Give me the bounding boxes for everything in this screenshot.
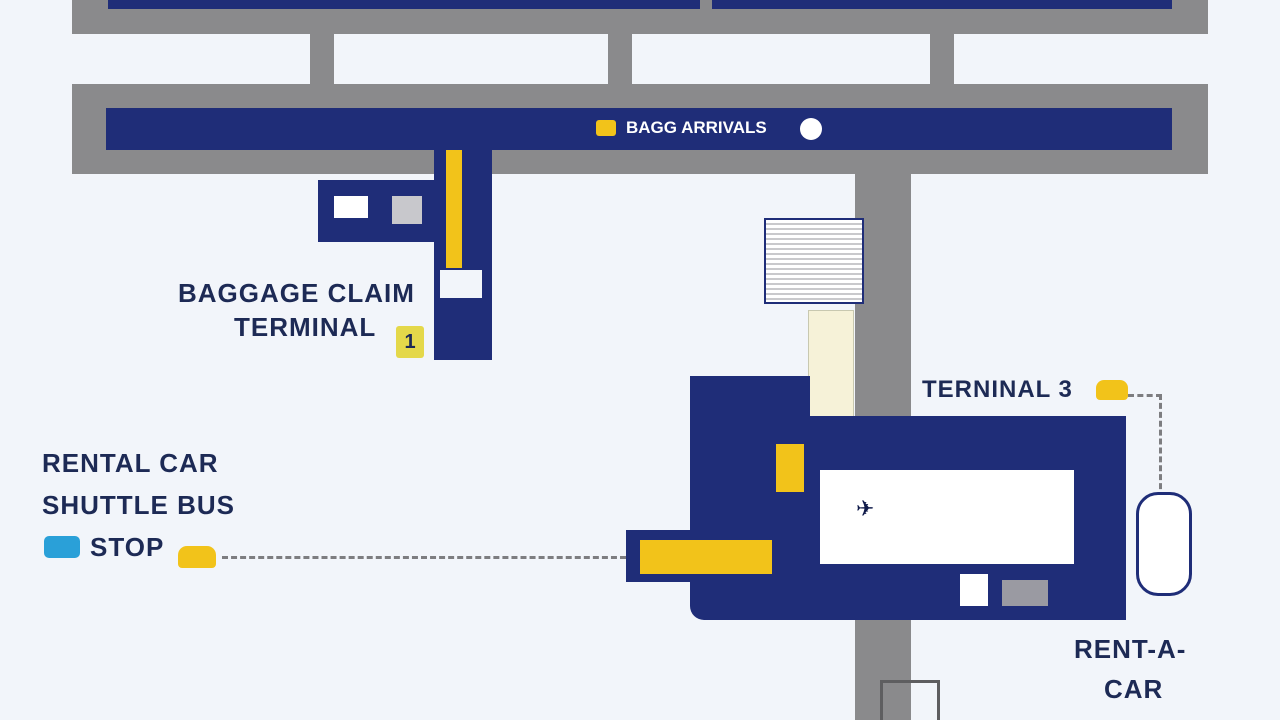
rent-a-car-label-1: RENT-A- [1074,634,1187,664]
rental-car-label: RENTAL CAR [42,448,219,478]
connector-2 [608,34,632,86]
connector-3 [930,34,954,86]
terminal-left-label: TERMINAL [234,312,377,342]
baggage-building-window-2 [392,196,422,224]
terminal-3-west [690,376,810,620]
terminal-3-route-h [1128,394,1162,397]
baggage-claim-label: BAGGAGE CLAIM [178,278,415,308]
top-lane-right [712,0,1172,9]
baggage-yellow-path [446,150,462,280]
arrivals-banner [106,108,1172,150]
shuttle-bus-icon [44,536,80,558]
stop-label: STOP [90,532,165,562]
shuttle-bus-label: SHUTTLE BUS [42,490,235,520]
baggage-building-window [334,196,368,218]
baggage-corridor [434,150,492,360]
rent-a-car-label-2: CAR [1104,674,1164,704]
baggage-corridor-light [438,268,484,300]
parking-structure [764,218,864,304]
bottom-road-marking [880,680,940,720]
terminal-badge: 1 [396,326,424,358]
connector-1 [310,34,334,86]
car-icon [1096,380,1128,400]
terminal-3-route-v [1159,394,1162,498]
banner-label: BAGG ARRIVALS [626,118,767,137]
terminal-3-yellow-walk [640,540,772,574]
parking-connector [808,310,854,418]
rental-car-icon [178,546,216,568]
top-lane-left [108,0,700,9]
shuttle-route [222,556,626,559]
terminal-badge-number: 1 [404,331,416,353]
person-icon [800,118,822,140]
terminal-3-window-2 [1002,580,1048,606]
rent-a-car-facility [1136,492,1192,596]
banner-icon [596,120,616,136]
terminal-3-window-1 [960,574,988,606]
terminal-3-main-hall [820,470,1074,564]
terminal-3-yellow-gate [776,444,804,492]
plane-icon: ✈ [856,496,875,521]
terminal-3-label: TERNINAL 3 [922,376,1073,403]
